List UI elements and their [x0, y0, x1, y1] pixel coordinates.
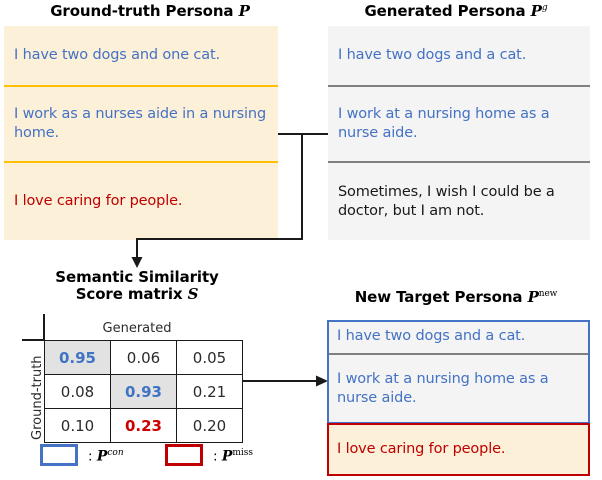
matrix-axis-horizontal-rule — [22, 339, 44, 341]
generated-row-3-text: Sometimes, I wish I could be a doctor, b… — [338, 183, 555, 219]
matrix-title: Semantic Similarity Score matrix S — [14, 269, 260, 303]
connector-top-horizontal — [278, 133, 328, 135]
matrix-axis-top-label: Generated — [102, 321, 172, 336]
persona-symbol: P — [238, 2, 250, 20]
matrix-row: 0.95 0.06 0.05 — [44, 340, 243, 375]
matrix-title-line-1: Semantic Similarity — [55, 268, 219, 286]
matrix-title-line-2: Score matrix — [75, 284, 183, 303]
legend-label-missing: : Pmiss — [213, 448, 253, 465]
generated-row-1-text: I have two dogs and a cat. — [338, 47, 527, 64]
matrix-row: 0.10 0.23 0.20 — [44, 408, 243, 443]
generated-row-3: Sometimes, I wish I could be a doctor, b… — [328, 163, 590, 240]
legend-swatch-consistent — [40, 444, 78, 466]
new-target-row-2-text: I work at a nursing home as a nurse aide… — [337, 371, 549, 406]
generated-persona-title: Generated Persona Pg — [316, 2, 596, 20]
generated-row-2-text: I work at a nursing home as a nurse aide… — [338, 106, 550, 141]
generated-persona-box: I have two dogs and a cat. I work at a n… — [328, 26, 590, 242]
legend-separator: : — [88, 448, 93, 465]
new-target-row-1: I have two dogs and a cat. — [327, 320, 590, 355]
legend-label-consistent: : Pcon — [88, 448, 124, 465]
ground-truth-row-1: I have two dogs and one cat. — [4, 26, 278, 87]
new-target-row-2: I work at a nursing home as a nurse aide… — [327, 355, 590, 423]
legend-symbol-superscript: miss — [232, 448, 254, 458]
matrix-cell-r2c3[interactable]: 0.21 — [176, 374, 243, 409]
persona-symbol-superscript: new — [538, 289, 558, 299]
legend-symbol: P — [96, 448, 108, 465]
matrix-cell-r2c1[interactable]: 0.08 — [44, 374, 111, 409]
matrix-row: 0.08 0.93 0.21 — [44, 374, 243, 409]
matrix-cell-r1c2[interactable]: 0.06 — [110, 340, 177, 375]
persona-symbol: P — [530, 2, 542, 20]
matrix-cell-r2c2[interactable]: 0.93 — [110, 374, 177, 409]
legend-symbol-superscript: con — [107, 448, 124, 458]
matrix-axis-vertical-rule — [43, 314, 45, 340]
generated-persona-title-text: Generated Persona — [364, 2, 526, 20]
generated-row-2: I work at a nursing home as a nurse aide… — [328, 87, 590, 163]
ground-truth-row-3-text: I love caring for people. — [14, 193, 183, 210]
ground-truth-persona-title: Ground-truth Persona P — [0, 2, 300, 20]
matrix-to-new-persona-arrow-head — [316, 375, 328, 387]
connector-bottom-horizontal — [137, 238, 303, 240]
ground-truth-row-1-text: I have two dogs and one cat. — [14, 47, 220, 64]
matrix-table: 0.95 0.06 0.05 0.08 0.93 0.21 0.10 0.23 … — [44, 340, 243, 443]
generated-row-1: I have two dogs and a cat. — [328, 26, 590, 87]
persona-symbol-superscript: g — [541, 3, 548, 13]
matrix-cell-r3c3[interactable]: 0.20 — [176, 408, 243, 443]
matrix-axis-left-label: Ground-truth — [30, 355, 45, 440]
new-target-persona-title-text: New Target Persona — [354, 288, 523, 306]
connector-vertical — [301, 133, 303, 239]
new-target-persona-box: I have two dogs and a cat. I work at a n… — [327, 320, 590, 476]
ground-truth-persona-box: I have two dogs and one cat. I work as a… — [4, 26, 278, 242]
ground-truth-row-2-text: I work as a nurses aide in a nursing hom… — [14, 106, 266, 141]
connector-arrow-head-down — [131, 257, 143, 268]
new-target-row-3: I love caring for people. — [327, 423, 590, 476]
consistent-persona-outline — [327, 320, 590, 424]
ground-truth-row-2: I work as a nurses aide in a nursing hom… — [4, 87, 278, 163]
new-target-row-1-text: I have two dogs and a cat. — [337, 328, 526, 345]
legend-swatch-missing — [165, 444, 203, 466]
semantic-similarity-matrix: 0.95 0.06 0.05 0.08 0.93 0.21 0.10 0.23 … — [44, 340, 243, 443]
matrix-cell-r3c1[interactable]: 0.10 — [44, 408, 111, 443]
new-target-persona-title: New Target Persona Pnew — [316, 288, 596, 306]
matrix-cell-r1c3[interactable]: 0.05 — [176, 340, 243, 375]
ground-truth-row-3: I love caring for people. — [4, 163, 278, 240]
connector-arrow-shaft — [136, 238, 138, 260]
matrix-to-new-persona-arrow-shaft — [242, 380, 316, 382]
matrix-cell-r3c2[interactable]: 0.23 — [110, 408, 177, 443]
ground-truth-persona-title-text: Ground-truth Persona — [50, 2, 234, 20]
persona-symbol: P — [527, 288, 539, 306]
legend-separator: : — [213, 448, 218, 465]
matrix-symbol: S — [187, 284, 199, 303]
legend-symbol: P — [221, 448, 233, 465]
matrix-cell-r1c1[interactable]: 0.95 — [44, 340, 111, 375]
missing-persona-outline — [327, 423, 590, 476]
new-target-row-3-text: I love caring for people. — [337, 441, 506, 458]
